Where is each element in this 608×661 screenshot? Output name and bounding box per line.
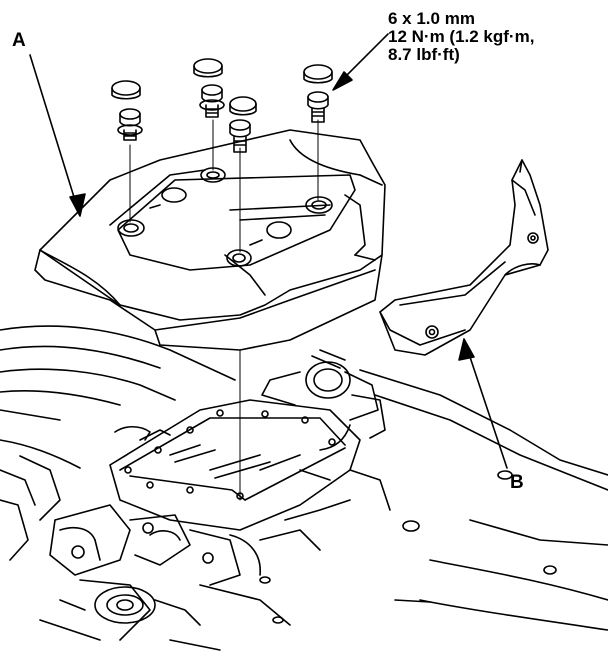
leader-arrows <box>29 33 508 469</box>
arrowhead-a <box>69 193 86 217</box>
callout-label-a: A <box>12 30 26 51</box>
torque-imperial-text: 8.7 lbf·ft) <box>388 45 460 64</box>
engine-bay <box>0 325 608 651</box>
leader-arrow-b <box>465 344 508 469</box>
bolt-size-text: 6 x 1.0 mm <box>388 9 475 28</box>
bolt-torque-spec: 6 x 1.0 mm 12 N·m (1.2 kgf·m, 8.7 lbf·ft… <box>388 10 534 64</box>
torque-metric-text: 12 N·m (1.2 kgf·m, <box>388 27 535 46</box>
engine-cover-a <box>34 129 386 351</box>
engine-cover-b <box>379 159 549 356</box>
arrowhead-b <box>458 338 475 361</box>
bolt-set <box>111 58 333 253</box>
callout-label-b: B <box>510 472 524 493</box>
leader-arrow-a <box>29 54 79 211</box>
arrowhead-spec <box>332 71 353 91</box>
